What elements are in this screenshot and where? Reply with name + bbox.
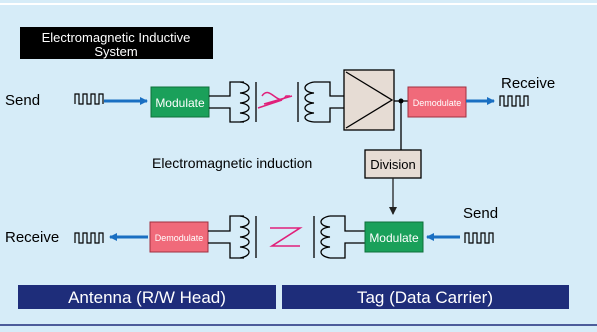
division-box <box>364 149 422 179</box>
bottom-receive-label: Receive <box>5 229 59 246</box>
top-receive-pulse-icon <box>499 95 529 107</box>
antenna-label-bar <box>18 285 276 309</box>
top-antenna-coil-icon <box>209 81 257 123</box>
splitter-symbol <box>345 71 394 129</box>
bottom-send-label: Send <box>463 205 498 222</box>
induction-label: Electromagnetic induction <box>152 155 312 171</box>
top-modulate-box <box>150 86 210 118</box>
antenna-label: Antenna (R/W Head) <box>68 288 226 307</box>
top-receive-label: Receive <box>501 75 555 92</box>
tag-label-bar <box>282 285 569 309</box>
division-label: Division <box>370 157 416 172</box>
top-demodulate-box <box>407 86 467 118</box>
bottom-send-pulse-icon <box>464 232 494 244</box>
bottom-demodulate-label: Demodulate <box>155 233 204 243</box>
title-line2: System <box>94 44 137 59</box>
top-modulate-label: Modulate <box>155 96 205 110</box>
bottom-induction-zigzag <box>269 227 303 247</box>
title-line1: Electromagnetic Inductive <box>42 30 191 45</box>
junction-dot <box>398 98 404 104</box>
top-induction-zigzag-2 <box>257 95 293 109</box>
top-send-pulse-icon <box>74 93 104 105</box>
bottom-tag-coil-icon <box>313 215 365 259</box>
top-tag-coil-icon <box>297 81 344 123</box>
tag-label: Tag (Data Carrier) <box>357 288 493 307</box>
bottom-antenna-coil-icon <box>208 215 257 259</box>
splitter-block <box>343 69 395 131</box>
bottom-demodulate-box <box>149 221 209 253</box>
bottom-modulate-box <box>364 221 424 253</box>
bottom-receive-pulse-icon <box>74 232 104 244</box>
top-demodulate-label: Demodulate <box>413 98 462 108</box>
top-induction-zigzag <box>261 91 290 101</box>
bottom-modulate-label: Modulate <box>369 231 419 245</box>
top-send-label: Send <box>5 92 40 109</box>
title-box <box>20 27 213 59</box>
